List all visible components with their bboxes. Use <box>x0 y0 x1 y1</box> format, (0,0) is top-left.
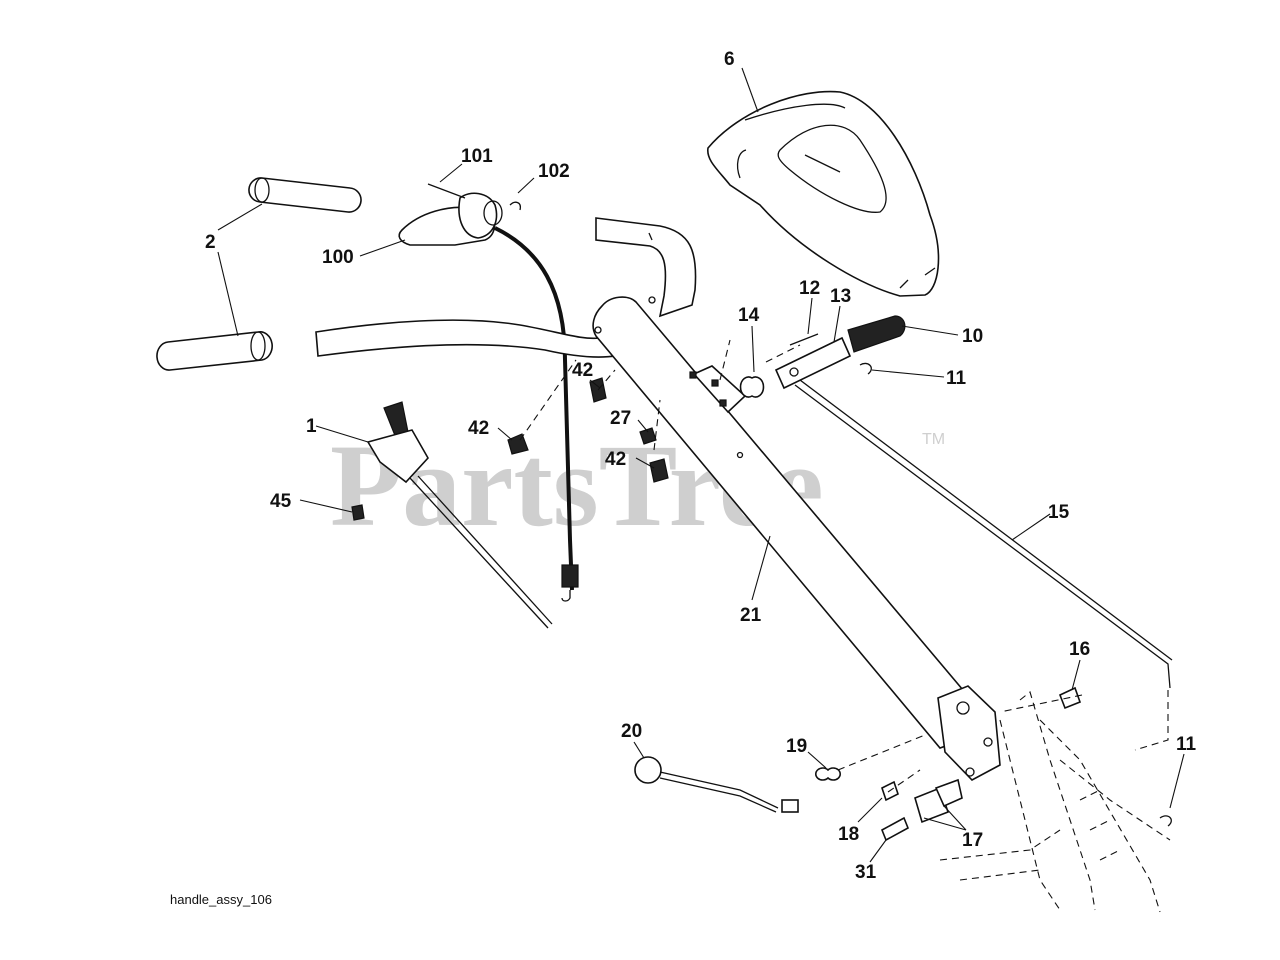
callout-101: 101 <box>461 146 493 167</box>
part-handle-cover <box>707 90 940 297</box>
callout-18: 18 <box>838 824 859 845</box>
callout-15: 15 <box>1048 502 1070 523</box>
part-left-grips <box>156 177 362 371</box>
leader-lines <box>217 67 1185 863</box>
callout-11-lower: 11 <box>1176 734 1197 755</box>
part-shift-rod <box>794 384 1171 689</box>
callout-1: 1 <box>306 416 317 437</box>
cable-spring-end <box>561 564 579 588</box>
callout-100: 100 <box>322 247 354 268</box>
fasteners <box>351 362 1172 842</box>
callout-45: 45 <box>270 491 292 512</box>
callout-17: 17 <box>962 830 983 851</box>
callout-11-upper: 11 <box>946 368 967 389</box>
callout-102: 102 <box>538 161 570 182</box>
callout-10: 10 <box>962 326 983 347</box>
diagram-caption: handle_assy_106 <box>170 892 272 907</box>
throttle-cable <box>494 226 574 591</box>
callout-13: 13 <box>830 286 851 307</box>
callout-16: 16 <box>1069 639 1090 660</box>
part-control-rod <box>634 756 799 813</box>
callout-21: 21 <box>740 605 762 626</box>
callout-19: 19 <box>786 736 807 757</box>
part-throttle-lever <box>398 183 521 246</box>
callout-42-left: 42 <box>468 418 489 439</box>
part-bracket <box>689 365 765 414</box>
callout-42-lower: 42 <box>605 449 626 470</box>
part-lever-bracket <box>366 401 553 629</box>
callout-2: 2 <box>205 232 216 253</box>
callout-14: 14 <box>738 305 760 326</box>
watermark-trademark: TM <box>922 431 945 448</box>
callout-27: 27 <box>610 408 631 429</box>
part-shift-lever <box>774 315 906 390</box>
watermark: PartsTree TM <box>330 420 945 551</box>
callout-42-upper: 42 <box>572 360 593 381</box>
cable-hook <box>561 590 571 602</box>
callout-6: 6 <box>724 49 735 70</box>
callout-20: 20 <box>621 721 642 742</box>
assembly-lines <box>519 339 1169 793</box>
frame-outline <box>939 691 1171 913</box>
callout-labels: 6 101 102 2 100 12 13 10 14 11 42 1 27 4… <box>205 49 1197 883</box>
part-handle-tube <box>592 296 1001 781</box>
callout-31: 31 <box>855 862 877 883</box>
callout-12: 12 <box>799 278 820 299</box>
